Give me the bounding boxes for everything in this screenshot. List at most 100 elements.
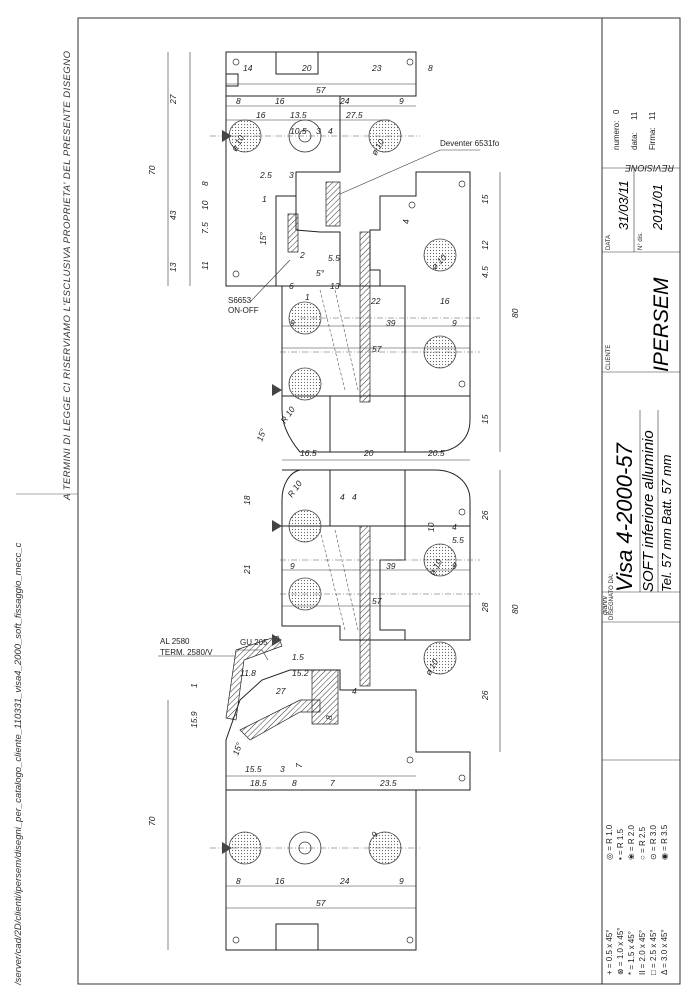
screw-b [406, 58, 414, 66]
dim-b-16: 16 [275, 876, 285, 886]
dim-7-5: 7.5 [200, 222, 210, 234]
legend-chamfer-4: II = 2.0 x 45° [638, 930, 647, 975]
top-dashed-1 [319, 289, 346, 391]
legend-radius-2: • = R 1.5 [616, 828, 625, 860]
legend-radius-6: ◉ = R 3.5 [660, 824, 669, 860]
dim-20-5: 20.5 [427, 448, 445, 458]
firma-label: Firma: [648, 127, 657, 150]
screw-e [458, 380, 466, 388]
dim-b-80: 80 [510, 604, 520, 614]
top-screw-a [225, 73, 239, 87]
screw-c [232, 270, 240, 278]
screw-g [232, 936, 240, 944]
dim-b-24: 24 [339, 876, 350, 886]
dim-12: 12 [480, 240, 490, 250]
client-label-group: CLIENTE [606, 345, 612, 370]
dim-b-28: 28 [480, 602, 490, 613]
dim-24: 24 [339, 96, 350, 106]
dim-80: 80 [510, 308, 520, 318]
dim-57b: 57 [372, 344, 382, 354]
dim-27-5: 27.5 [345, 110, 363, 120]
dim-20: 20 [301, 63, 312, 73]
spec-group: Tel. 57 mm Batt. 57 mm [659, 454, 674, 592]
revision-fields: numero: 0 [612, 109, 621, 150]
dim-23: 23 [371, 63, 382, 73]
top-dashed-2 [334, 289, 359, 391]
dim-9: 9 [399, 96, 404, 106]
top-gasket-b [287, 213, 299, 253]
legend-chamfer-6: Δ = 3.0 x 45° [660, 929, 669, 975]
drawing-spec: Tel. 57 mm Batt. 57 mm [659, 454, 674, 592]
top-lower-center [329, 395, 406, 453]
on-off-label: ON-OFF [228, 306, 259, 315]
dim-20b: 20 [363, 448, 374, 458]
dim-22: 22 [370, 296, 381, 306]
revision-date-label: data: [630, 132, 639, 150]
dim-15a: 15 [480, 194, 490, 204]
revision-date-field: data: 11 [630, 111, 639, 150]
drawing-frame [77, 17, 681, 985]
top-steel-bar [359, 231, 371, 403]
dim-10-5: 10.5 [290, 126, 307, 136]
drawn-by-label: DISEGNATO DA: [609, 573, 615, 620]
dim-b-9: 9 [290, 561, 295, 571]
drawn-by: gianni [602, 596, 609, 615]
bottom-hole-1 [288, 509, 322, 543]
dim-6: 6 [289, 281, 294, 291]
dim-b-4b: 4 [352, 492, 357, 502]
dim-b-23-5: 23.5 [379, 778, 397, 788]
numero-label: numero: [612, 121, 621, 150]
bottom-frame-upper [225, 669, 471, 791]
bottom-triangle-2 [272, 634, 282, 646]
gu205-label: GU 205 [240, 638, 268, 647]
dim-16-5: 16.5 [300, 448, 317, 458]
revision-label: REVISIONE [624, 163, 674, 173]
dim-57: 57 [316, 85, 326, 95]
date-value: 31/03/11 [616, 180, 631, 230]
dim-39: 39 [386, 318, 396, 328]
top-gasket-a [325, 181, 341, 227]
top-lower-curve [281, 395, 331, 453]
dim-8b: 8 [200, 181, 210, 186]
drawing-number-group: 2011/01 [650, 184, 665, 231]
dim-b-8a: 8 [324, 715, 334, 720]
dim-27: 27 [168, 94, 178, 105]
dim-b-8b: 8 [236, 876, 241, 886]
dim-13: 13 [168, 262, 178, 272]
legend-radius-1: ◎ = R 1.0 [605, 824, 614, 860]
dim-b-57: 57 [372, 596, 382, 606]
dim-b-4d: 4 [352, 686, 357, 696]
dim-8a: 8 [428, 63, 433, 73]
dim-b-15-9: 15.9 [189, 711, 199, 728]
dim-14: 14 [243, 63, 253, 73]
top-triangle-2 [272, 384, 282, 396]
dim-b-11-8: 11.8 [240, 668, 256, 678]
dim-5deg: 5° [316, 268, 325, 278]
legend-radius-4: ○ = R 2.5 [638, 826, 647, 860]
dim-16b: 16 [256, 110, 266, 120]
legend-radius-3: ❀ = R 2.0 [627, 825, 636, 860]
dim-b-9c: 9 [399, 876, 404, 886]
top-section [167, 51, 501, 461]
top-lower-right [404, 395, 471, 453]
dim-4: 4 [328, 126, 333, 136]
top-hole-5 [423, 238, 457, 272]
client-label: CLIENTE [606, 345, 612, 370]
legend-radius-5: ⊙ = R 3.0 [649, 825, 658, 860]
firma-field: Firma: 11 [648, 111, 657, 150]
dim-1: 1 [262, 194, 267, 204]
bottom-dashed-2 [334, 529, 359, 631]
bottom-upper-right [404, 469, 471, 527]
dim-b-39: 39 [386, 561, 396, 571]
dim-11: 11 [200, 261, 210, 270]
bottom-section [158, 469, 501, 951]
dim-15degb: 15° [254, 427, 268, 443]
phi-b-10c: 9 [369, 830, 380, 839]
dim-2: 2 [299, 250, 305, 260]
dim-4-5: 4.5 [480, 266, 490, 278]
dim-2-5: 2.5 [259, 170, 272, 180]
bottom-triangle-1 [272, 520, 282, 532]
dim-b-9b: 9 [452, 561, 457, 571]
dim-13b: 13 [330, 281, 340, 291]
